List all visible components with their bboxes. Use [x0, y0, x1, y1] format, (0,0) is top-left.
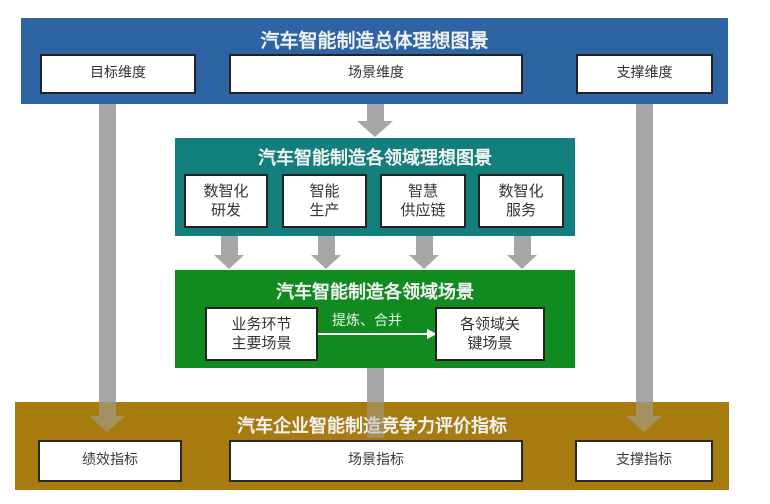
refine-merge-label: 提炼、合并	[332, 313, 402, 329]
overall-vision-title: 汽车智能制造总体理想图景	[260, 30, 489, 52]
domain-item-production: 智能生产	[282, 174, 367, 228]
center-arrow-overlay	[367, 402, 384, 438]
key-scene-box: 各领域关键场景	[435, 307, 545, 361]
right-arrow-overlay-head	[626, 416, 662, 432]
domain-scene-box: 汽车智能制造各领域场景 业务环节主要场景 提炼、合并 各领域关键场景	[175, 270, 575, 368]
support-indicator-label: 支撑指标	[616, 452, 672, 469]
scene-to-domain-arrow-head	[357, 121, 393, 137]
production-arrow-head	[311, 255, 341, 269]
domain-vision-title: 汽车智能制造各领域理想图景	[258, 148, 492, 169]
performance-indicator-box: 绩效指标	[38, 440, 182, 482]
refine-merge-arrow-head	[427, 329, 437, 339]
left-arrow-overlay	[99, 402, 116, 416]
domain-item-production-line1: 智能	[309, 182, 340, 201]
rd-arrow-head	[214, 255, 244, 269]
support-indicator-box: 支撑指标	[575, 440, 713, 482]
performance-indicator-label: 绩效指标	[82, 452, 138, 469]
indicator-title: 汽车企业智能制造竞争力评价指标	[237, 416, 507, 437]
supply-chain-arrow-head	[409, 255, 439, 269]
scene-to-domain-arrow-shaft	[367, 104, 384, 122]
service-arrow-head	[507, 255, 537, 269]
left-arrow-overlay-head	[89, 416, 125, 432]
domain-item-service: 数智化服务	[478, 174, 564, 228]
scene-indicator-label: 场景指标	[348, 452, 404, 469]
scene-indicator-box: 场景指标	[229, 440, 523, 482]
business-scene-line1: 业务环节	[231, 315, 292, 334]
refine-merge-arrow-line	[318, 333, 428, 335]
domain-item-rd-line2: 研发	[210, 201, 241, 219]
domain-item-production-line2: 生产	[309, 201, 340, 219]
business-scene-line2: 主要场景	[231, 334, 292, 352]
scene-dimension-label: 场景维度	[348, 65, 404, 82]
support-dimension-box: 支撑维度	[576, 54, 713, 94]
domain-item-supply-chain: 智慧供应链	[380, 174, 466, 228]
right-arrow-overlay	[636, 402, 653, 416]
overall-vision-band: 汽车智能制造总体理想图景 目标维度 场景维度 支撑维度	[21, 18, 728, 104]
domain-vision-box: 汽车智能制造各领域理想图景 数智化研发 智能生产 智慧供应链 数智化服务	[175, 138, 575, 236]
domain-item-service-line2: 服务	[505, 201, 536, 219]
rd-arrow-shaft	[221, 236, 238, 256]
support-dimension-label: 支撑维度	[616, 65, 673, 82]
service-arrow-shaft	[514, 236, 531, 256]
production-arrow-shaft	[318, 236, 335, 256]
indicator-band: 汽车企业智能制造竞争力评价指标 绩效指标 场景指标 支撑指标	[15, 402, 729, 490]
business-scene-box: 业务环节主要场景	[205, 307, 318, 361]
domain-scene-title: 汽车智能制造各领域场景	[276, 282, 474, 303]
domain-item-supply-chain-line1: 智慧	[407, 182, 438, 201]
domain-item-supply-chain-line2: 供应链	[400, 201, 446, 219]
domain-item-rd-line1: 数智化	[203, 182, 249, 201]
right-connector-arrow-shaft	[636, 104, 653, 414]
key-scene-line2: 键场景	[467, 334, 513, 352]
left-connector-arrow-shaft	[99, 104, 116, 414]
supply-chain-arrow-shaft	[416, 236, 433, 256]
key-scene-line1: 各领域关	[459, 315, 520, 334]
domain-item-rd: 数智化研发	[184, 174, 268, 228]
domain-item-service-line1: 数智化	[498, 182, 544, 201]
goal-dimension-label: 目标维度	[90, 65, 146, 82]
goal-dimension-box: 目标维度	[40, 54, 196, 94]
scene-dimension-box: 场景维度	[229, 54, 523, 94]
